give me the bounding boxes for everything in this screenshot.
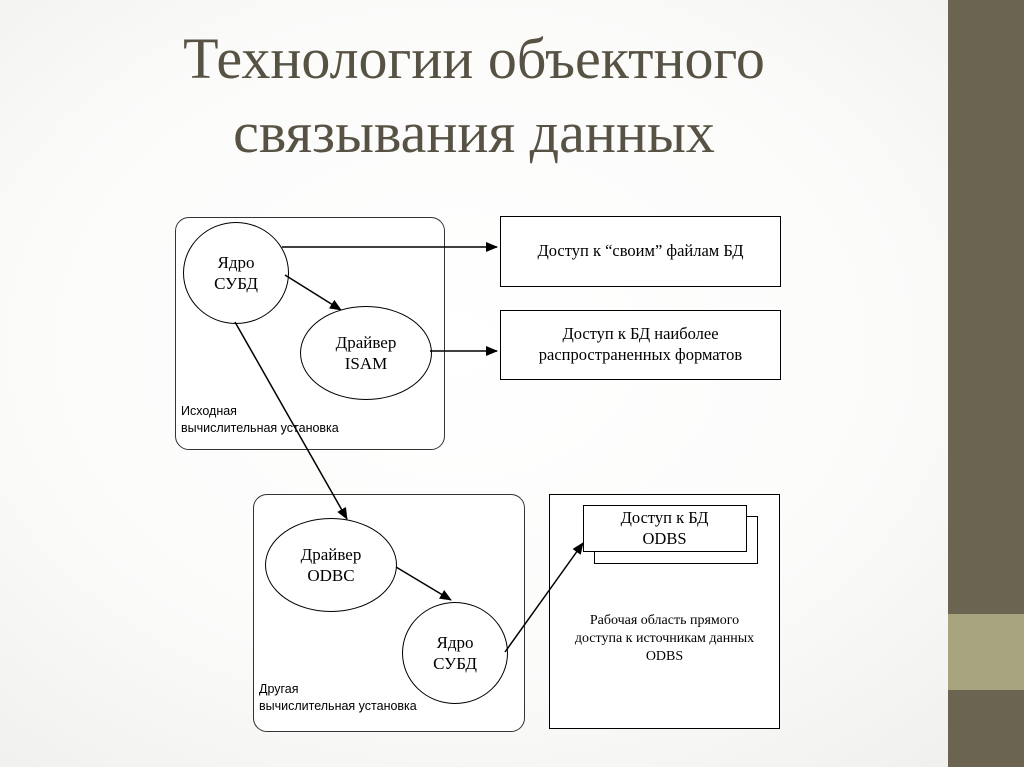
odbc-driver-line-1: Драйвер bbox=[300, 545, 362, 564]
source-dbms-core-node: Ядро СУБД bbox=[183, 222, 289, 324]
source-host-label: Исходная вычислительная установка bbox=[181, 403, 339, 437]
odbs-desc-line-1: Рабочая область прямого bbox=[589, 613, 740, 628]
other-dbms-core-node: Ядро СУБД bbox=[402, 602, 508, 704]
isam-driver-node: Драйвер ISAM bbox=[300, 306, 432, 400]
access-own-files-box bbox=[500, 216, 781, 287]
odbc-driver-line-2: ODBC bbox=[307, 566, 355, 585]
access-own-files-text: Доступ к “своим” файлам БД bbox=[537, 241, 744, 260]
access-common-formats-line-2: распространенных форматов bbox=[538, 345, 743, 364]
other-host-label: Другая вычислительная установка bbox=[259, 681, 417, 715]
odbs-access-text: Доступ к БД ODBS bbox=[583, 507, 746, 549]
access-common-formats-box bbox=[500, 310, 781, 380]
odbc-driver-node: Драйвер ODBC bbox=[265, 518, 397, 612]
isam-driver-line-2: ISAM bbox=[344, 354, 388, 373]
isam-driver-line-1: Драйвер bbox=[335, 333, 397, 352]
access-common-formats-line-1: Доступ к БД наиболее bbox=[562, 324, 719, 343]
source-host-label-line-1: Исходная bbox=[181, 404, 237, 418]
other-dbms-core-line-2: СУБД bbox=[433, 654, 477, 673]
source-dbms-core-line-1: Ядро bbox=[217, 253, 255, 272]
source-host-label-line-2: вычислительная установка bbox=[181, 421, 339, 435]
odbs-desc-line-2: доступа к источникам данных bbox=[574, 631, 755, 646]
odbs-access-front-card bbox=[583, 505, 747, 552]
other-host-label-line-1: Другая bbox=[259, 682, 299, 696]
odbs-access-line-2: ODBS bbox=[642, 529, 687, 548]
access-common-formats-text: Доступ к БД наиболее распространенных фо… bbox=[500, 323, 781, 365]
odbs-workspace-description: Рабочая область прямого доступа к источн… bbox=[549, 612, 780, 666]
slide-title: Технологии объектного связывания данных bbox=[0, 22, 948, 170]
odbs-desc-line-3: ODBS bbox=[645, 649, 684, 664]
odbs-access-line-1: Доступ к БД bbox=[620, 508, 709, 527]
source-dbms-core-line-2: СУБД bbox=[214, 274, 258, 293]
title-line-2: связывания данных bbox=[233, 100, 715, 165]
title-line-1: Технологии объектного bbox=[183, 26, 765, 91]
other-dbms-core-line-1: Ядро bbox=[436, 633, 474, 652]
other-host-label-line-2: вычислительная установка bbox=[259, 699, 417, 713]
sidebar-accent bbox=[948, 614, 1024, 690]
